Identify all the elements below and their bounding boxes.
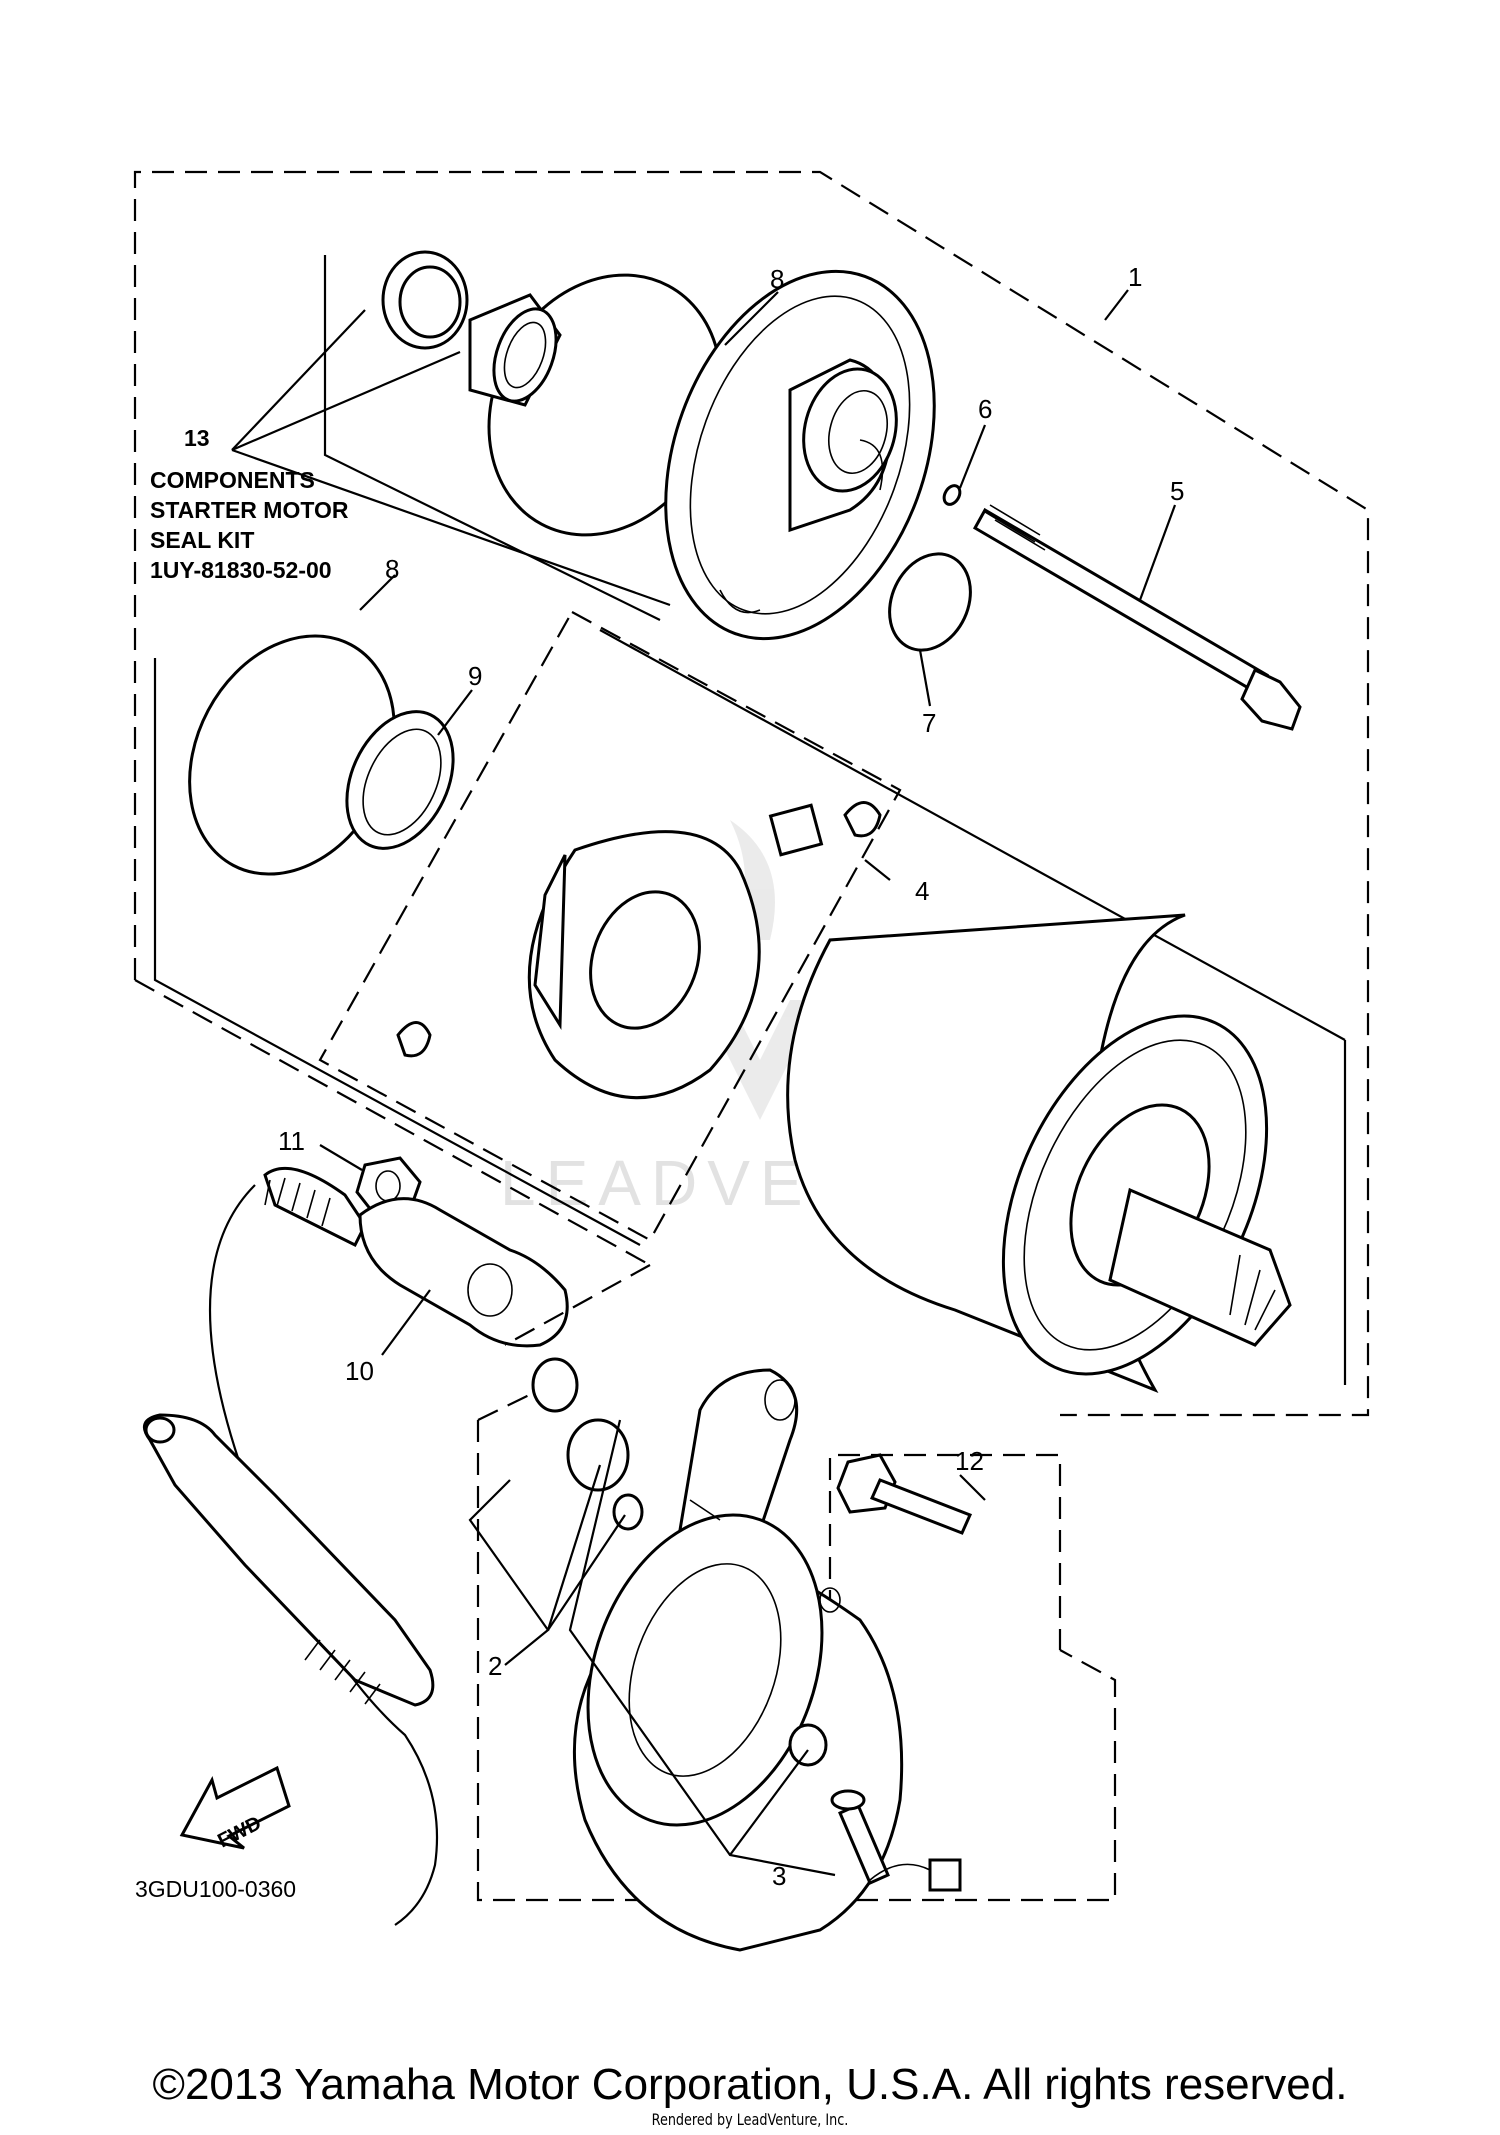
seal-kit-label: COMPONENTS STARTER MOTOR SEAL KIT 1UY-81… xyxy=(150,467,349,583)
brush-spring-bottom xyxy=(396,1021,432,1058)
washer-9 xyxy=(345,710,455,850)
copyright-notice: ©2013 Yamaha Motor Corporation, U.S.A. A… xyxy=(152,2060,1348,2109)
motor-yoke xyxy=(786,913,1292,1393)
small-oring-6 xyxy=(942,484,962,506)
part-number-3: 3 xyxy=(772,1861,786,1891)
part-number-7: 7 xyxy=(922,708,936,738)
part-number-8-top: 8 xyxy=(770,264,784,294)
part-number-4: 4 xyxy=(915,876,929,906)
seal-kit-line-4: 1UY-81830-52-00 xyxy=(150,557,332,583)
brush-plate-boundary xyxy=(318,610,902,1242)
part-number-10: 10 xyxy=(345,1356,374,1386)
part-number-5: 5 xyxy=(1170,476,1184,506)
brush-plate xyxy=(527,830,761,1100)
rear-cover-boundary xyxy=(476,1420,1117,1902)
assembly-1-boundary xyxy=(133,170,1370,1417)
fwd-arrow-icon: FWD xyxy=(179,1765,291,1852)
leader-lines xyxy=(231,289,1177,1877)
part-number-8-left: 8 xyxy=(385,554,399,584)
seal-kit-line-1: COMPONENTS xyxy=(150,467,315,493)
front-cover xyxy=(664,269,936,641)
rendered-by-notice: Rendered by LeadVenture, Inc. xyxy=(651,2110,849,2129)
bushing-2a xyxy=(531,1357,579,1413)
rear-cover xyxy=(572,1368,904,1952)
brush-spring-top xyxy=(843,801,882,838)
bolt-12 xyxy=(836,1453,973,1535)
through-bolt xyxy=(972,504,1302,731)
part-number-12: 12 xyxy=(955,1446,984,1476)
oring-7 xyxy=(888,552,972,652)
needle-bearing xyxy=(468,293,562,407)
part-number-6: 6 xyxy=(978,394,992,424)
part-number-11: 11 xyxy=(278,1126,305,1156)
oil-seal xyxy=(381,250,469,350)
brush-cube xyxy=(768,803,824,857)
part-number-9: 9 xyxy=(468,661,482,691)
brush-bolt-3 xyxy=(830,1789,962,1892)
diagram-code: 3GDU100-0360 xyxy=(135,1876,296,1902)
seal-2b xyxy=(566,1418,630,1492)
seal-kit-line-2: STARTER MOTOR xyxy=(150,497,349,523)
front-cover-outline xyxy=(323,255,661,621)
part-number-2: 2 xyxy=(488,1651,502,1681)
part-number-1: 1 xyxy=(1128,262,1142,292)
part-number-13: 13 xyxy=(184,425,210,451)
lead-wire xyxy=(142,1166,569,1926)
seal-kit-line-3: SEAL KIT xyxy=(150,527,254,553)
